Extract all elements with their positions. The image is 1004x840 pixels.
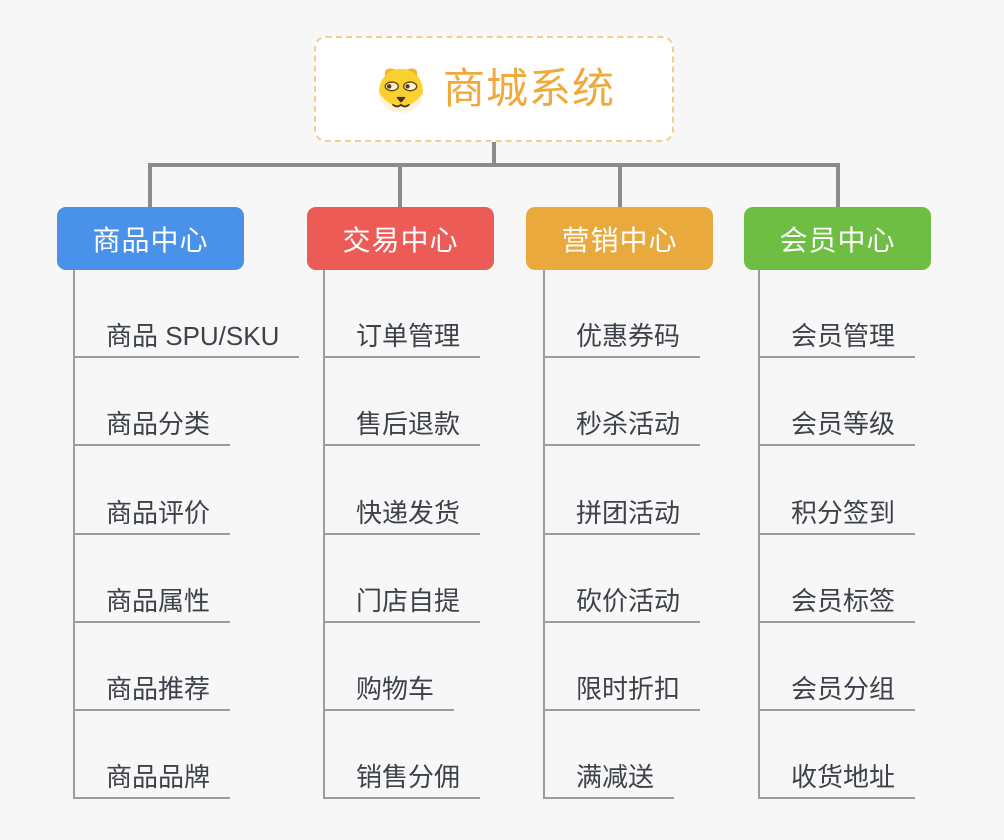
leaf-node[interactable]: 拼团活动 (545, 446, 701, 535)
leaf-node[interactable]: 商品品牌 (75, 711, 231, 800)
leaf-node[interactable]: 售后退款 (325, 358, 481, 447)
root-title: 商城系统 (442, 65, 615, 112)
branch-children-product: 商品 SPU/SKU 商品分类 商品评价 商品属性 商品推荐 商品品牌 (73, 270, 300, 800)
leaf-node[interactable]: 商品属性 (75, 535, 231, 623)
branch-children-marketing: 优惠券码 秒杀活动 拼团活动 砍价活动 限时折扣 满减送 (543, 270, 701, 800)
leaf-node[interactable]: 秒杀活动 (545, 358, 701, 447)
branch-node-marketing-center[interactable]: 营销中心 (526, 207, 713, 270)
connector-trunk (148, 163, 840, 167)
shiba-dog-icon (373, 61, 429, 117)
leaf-node[interactable]: 优惠券码 (545, 270, 701, 359)
connector-drop-2 (398, 163, 402, 209)
leaf-node[interactable]: 商品分类 (75, 358, 231, 447)
branch-node-product-center[interactable]: 商品中心 (57, 207, 244, 270)
leaf-node[interactable]: 商品 SPU/SKU (75, 270, 300, 359)
leaf-node[interactable]: 会员等级 (760, 358, 916, 447)
leaf-node[interactable]: 快递发货 (325, 446, 481, 535)
connector-drop-1 (148, 163, 152, 209)
leaf-node[interactable]: 会员管理 (760, 270, 916, 359)
leaf-node[interactable]: 限时折扣 (545, 623, 701, 711)
leaf-node[interactable]: 收货地址 (760, 711, 916, 800)
branch-node-trade-center[interactable]: 交易中心 (307, 207, 494, 270)
leaf-node[interactable]: 订单管理 (325, 270, 481, 359)
branch-node-member-center[interactable]: 会员中心 (744, 207, 931, 270)
connector-drop-4 (836, 163, 840, 209)
connector-drop-3 (618, 163, 622, 209)
branch-children-member: 会员管理 会员等级 积分签到 会员标签 会员分组 收货地址 (758, 270, 916, 800)
leaf-node[interactable]: 商品评价 (75, 446, 231, 535)
leaf-node[interactable]: 会员标签 (760, 535, 916, 623)
leaf-node[interactable]: 门店自提 (325, 535, 481, 623)
leaf-node[interactable]: 满减送 (545, 711, 675, 800)
leaf-node[interactable]: 购物车 (325, 623, 455, 711)
branch-children-trade: 订单管理 售后退款 快递发货 门店自提 购物车 销售分佣 (323, 270, 481, 800)
connector-root-stem (492, 141, 496, 165)
leaf-node[interactable]: 积分签到 (760, 446, 916, 535)
leaf-node[interactable]: 商品推荐 (75, 623, 231, 711)
leaf-node[interactable]: 会员分组 (760, 623, 916, 711)
leaf-node[interactable]: 销售分佣 (325, 711, 481, 800)
root-node[interactable]: 商城系统 (314, 36, 674, 142)
leaf-node[interactable]: 砍价活动 (545, 535, 701, 623)
